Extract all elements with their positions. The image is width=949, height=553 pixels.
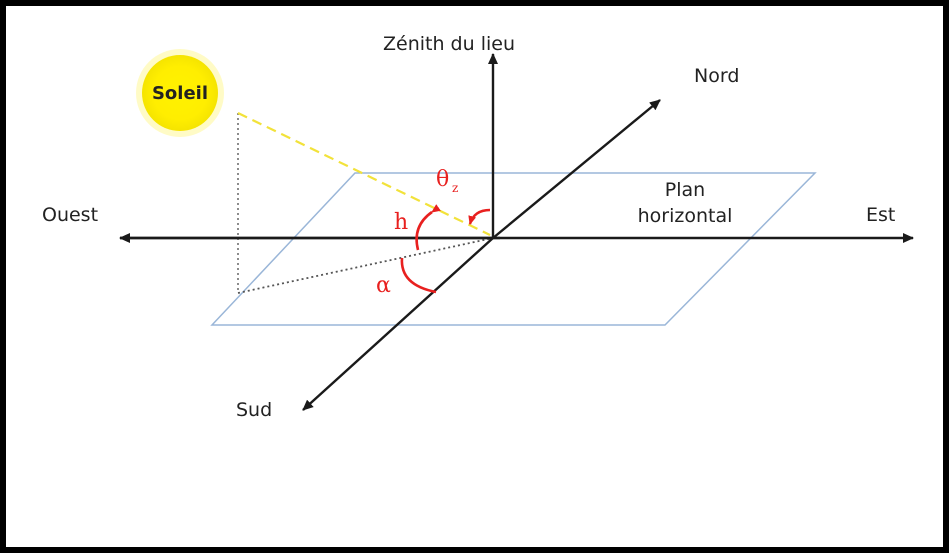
sun-icon (136, 49, 224, 137)
nord-label: Nord (694, 65, 739, 87)
north-axis (492, 99, 661, 239)
zenith-angle-subscript: z (452, 181, 458, 195)
horizontal-plane (210, 172, 817, 326)
zenith-angle-arc (468, 208, 491, 225)
ouest-label: Ouest (42, 204, 98, 226)
plan-label-line1: Plan (665, 179, 705, 201)
south-axis (302, 237, 494, 411)
zenith-label: Zénith du lieu (383, 33, 515, 55)
azimuth-angle-arc (400, 257, 437, 294)
sun-ray (237, 112, 491, 236)
altitude-symbol: h (394, 210, 408, 235)
azimuth-symbol: α (376, 273, 391, 298)
plan-label-line2: horizontal (638, 205, 733, 227)
est-label: Est (866, 204, 895, 226)
zenith-angle-symbol: θ (436, 167, 449, 192)
soleil-label: Soleil (152, 83, 208, 104)
sud-label: Sud (236, 399, 272, 421)
sun-ground-projection (237, 237, 494, 294)
altitude-angle-arc (415, 204, 441, 251)
